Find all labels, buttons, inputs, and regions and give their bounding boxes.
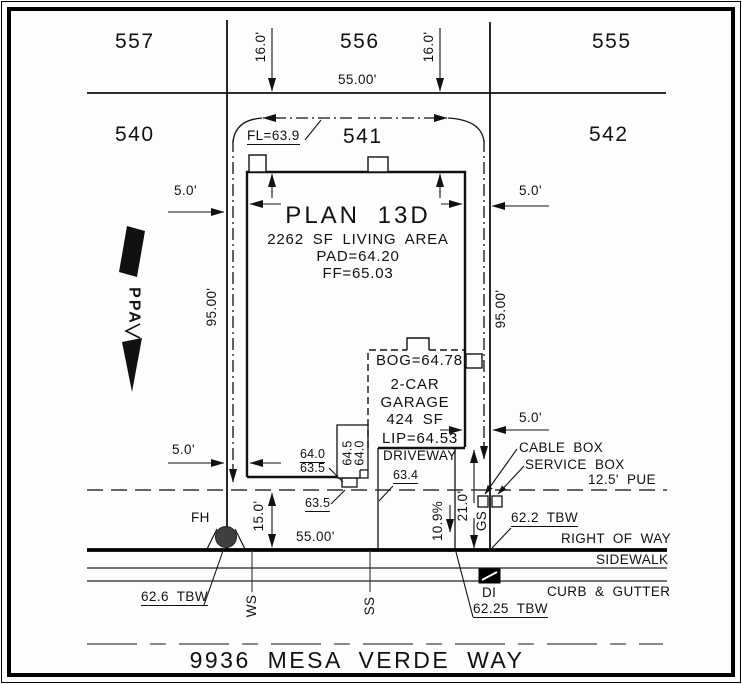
garage-line1: 2-CAR [390,376,440,393]
garage-dashed-walls [367,349,465,448]
driveway-slope: 10.9% [429,500,445,542]
ss-label: SS [361,596,377,616]
utility-boxes [477,495,503,584]
dim-16ft-arrows [268,28,444,198]
sidewalk-label: SIDEWALK [596,552,669,567]
ws-label: WS [243,594,259,618]
dim-vertical-arrows [268,449,478,549]
dim-5ft-top-left: 5.0' [174,183,197,198]
spot-elev-63-4: 63.4 [393,468,419,485]
dim-55ft-bottom: 55.00' [296,529,335,544]
tbw-62-2: 62.2 TBW [511,510,578,528]
dim-55ft-top: 55.00' [338,72,377,87]
driveway-label: DRIVEWAY [383,448,457,463]
dim-95ft-left: 95.00' [203,287,219,327]
ppa-arrow-symbol [119,226,145,392]
leader-lines [203,119,525,618]
garage-line3: 424 SF [386,411,444,428]
spot-elev-64-0: 64.0 [300,447,326,464]
fire-hydrant-label: FH [191,510,210,525]
cable-box-label: CABLE BOX [519,440,604,455]
lot-number-541: 541 [343,125,383,148]
garage-bog-elevation: BOG=64.78 [376,352,463,369]
garage-line2: GARAGE [380,394,450,411]
dim-16ft-right: 16.0' [420,31,436,63]
lot-number-540: 540 [115,123,155,146]
street-lines [87,548,667,645]
drainage-flow-lines [229,114,488,483]
driveway-edges [377,448,456,549]
house-living-area: 2262 SF LIVING AREA [267,231,449,248]
pue-label: 12.5' PUE [588,472,656,487]
curb-gutter-label: CURB & GUTTER [547,584,671,599]
house-plan-title: PLAN 13D [285,202,431,229]
lot-number-557: 557 [115,30,155,53]
lot-number-556: 556 [340,30,380,53]
dim-5ft-bottom-left: 5.0' [172,442,195,457]
dim-15ft: 15.0' [250,500,266,532]
lot-number-555: 555 [592,30,632,53]
walk-elev-64-0: 64.0 [352,440,367,466]
tbw-62-25: 62.25 TBW [473,601,548,619]
lot-lines [87,20,666,549]
service-box-label: SERVICE BOX [525,457,625,472]
dim-95ft-right: 95.00' [492,289,508,329]
ppa-label: PPA [125,287,143,325]
fire-hydrant-symbol [206,526,246,550]
spot-elev-63-5: 63.5 [300,461,326,478]
house-ff-elevation: FF=65.03 [322,265,394,282]
tbw-62-6: 62.6 TBW [141,589,208,607]
flow-line-elevation: FL=63.9 [247,128,300,146]
dim-16ft-left: 16.0' [252,31,268,63]
lot-number-542: 542 [589,123,629,146]
house-pad-elevation: PAD=64.20 [316,248,400,265]
dim-5ft-top-right: 5.0' [519,183,542,198]
spot-elev-63-5-low: 63.5 [305,496,331,513]
dim-5ft-arrows [168,200,549,467]
dim-5ft-bottom-right: 5.0' [519,410,542,425]
right-of-way-label: RIGHT OF WAY [561,531,672,546]
garage-lip-elevation: LIP=64.53 [382,430,459,447]
gs-label: GS [473,510,489,532]
di-label: DI [482,585,497,600]
roof-bumps [248,154,483,369]
street-title: 9936 MESA VERDE WAY [189,647,525,673]
dim-21ft: 21.0' [454,490,470,522]
